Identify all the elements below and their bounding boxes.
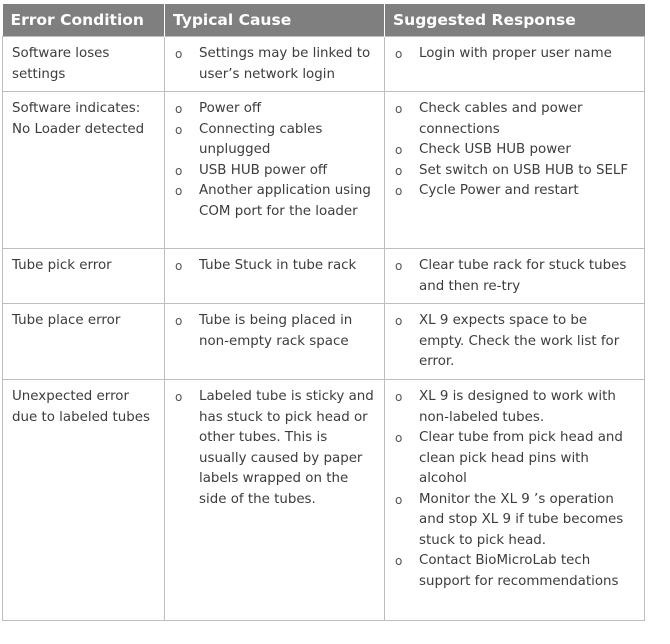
response-text: Clear tube from pick head and clean pick… [419,430,623,486]
list-item: o Login with proper user name [393,44,636,65]
response-list: o XL 9 expects space to be empty. Check t… [393,311,636,373]
bullet-icon: o [395,259,403,273]
response-text: XL 9 expects space to be empty. Check th… [419,313,620,369]
list-item: o Clear tube from pick head and clean pic… [393,428,636,490]
error-condition-cell: Tube place error [2,303,165,380]
list-item: o Clear tube rack for stuck tubes and the… [393,256,636,297]
error-condition-cell: Software loses settings [2,36,165,92]
bullet-icon: o [175,163,183,178]
list-item: o Settings may be linked to user’s networ… [173,44,376,85]
cause-list: o Tube is being placed in non-empty rack … [173,311,376,352]
cause-list: o Tube Stuck in tube rack [173,256,376,277]
bullet-icon: o [175,47,183,61]
cause-text: Settings may be linked to user’s network… [199,46,371,82]
response-text: Check cables and power connections [419,101,583,137]
bullet-icon: o [395,492,403,507]
bullet-icon: o [395,390,403,404]
response-text: Cycle Power and restart [419,183,579,198]
header-error-condition: Error Condition [2,4,165,37]
header-suggested-response: Suggested Response [384,4,645,37]
list-item: o Contact BioMicroLab tech support for re… [393,551,636,592]
suggested-response-cell: o XL 9 expects space to be empty. Check t… [384,303,645,380]
bullet-icon: o [175,390,183,404]
typical-cause-cell: o Labeled tube is sticky and has stuck to… [164,379,385,621]
bullet-icon: o [175,259,183,273]
bullet-icon: o [395,102,403,116]
bullet-icon: o [175,184,183,198]
cause-list: o Settings may be linked to user’s networ… [173,44,376,85]
response-text: Monitor the XL 9 ’s operation and stop X… [419,491,624,548]
typical-cause-cell: o Settings may be linked to user’s networ… [164,36,385,92]
response-list: o Clear tube rack for stuck tubes and the… [393,256,636,297]
response-text: Clear tube rack for stuck tubes and then… [419,258,627,294]
response-text: Set switch on USB HUB to SELF [419,162,629,178]
list-item: o Set switch on USB HUB to SELF [393,161,636,182]
suggested-response-cell: o Clear tube rack for stuck tubes and the… [384,248,645,304]
cause-text: Labeled tube is sticky and has stuck to … [199,389,374,507]
table-row: Software loses settings o Settings may be… [2,36,645,92]
bullet-icon: o [175,102,183,116]
response-list: o Login with proper user name [393,44,636,65]
list-item: o Labeled tube is sticky and has stuck to… [173,387,376,510]
list-item: o Power off [173,99,376,120]
list-item: o Tube Stuck in tube rack [173,256,376,277]
list-item: o Cycle Power and restart [393,181,636,202]
header-typical-cause: Typical Cause [164,4,385,37]
header-row: Error Condition Typical Cause Suggested … [2,4,645,37]
bullet-icon: o [395,143,403,157]
cause-text: Another application using COM port for t… [199,183,371,219]
list-item: o Check cables and power connections [393,99,636,140]
cause-text: Tube is being placed in non-empty rack s… [199,313,353,349]
response-text: XL 9 is designed to work with non-labele… [419,389,616,425]
bullet-icon: o [395,554,403,568]
list-item: o USB HUB power off [173,161,376,182]
suggested-response-cell: o XL 9 is designed to work with non-label… [384,379,645,621]
table-row: Tube pick error o Tube Stuck in tube rack… [2,248,645,304]
error-condition-cell: Software indicates: No Loader detected [2,91,165,249]
bullet-icon: o [175,122,183,137]
response-text: Login with proper user name [419,46,612,61]
error-condition-cell: Tube pick error [2,248,165,304]
suggested-response-cell: o Login with proper user name [384,36,645,92]
bullet-icon: o [395,314,403,328]
response-text: Check USB HUB power [419,142,571,157]
troubleshooting-table: Error Condition Typical Cause Suggested … [2,4,645,621]
typical-cause-cell: o Tube Stuck in tube rack [164,248,385,304]
list-item: o Check USB HUB power [393,140,636,161]
error-condition-cell: Unexpected error due to labeled tubes [2,379,165,621]
cause-list: o Labeled tube is sticky and has stuck to… [173,387,376,510]
table-row: Software indicates: No Loader detected o… [2,91,645,249]
bullet-icon: o [395,431,403,445]
table-row: Tube place error o Tube is being placed i… [2,303,645,380]
typical-cause-cell: o Tube is being placed in non-empty rack … [164,303,385,380]
response-text: Contact BioMicroLab tech support for rec… [419,553,619,589]
response-list: o XL 9 is designed to work with non-label… [393,387,636,592]
list-item: o Monitor the XL 9 ’s operation and stop … [393,490,636,552]
list-item: o XL 9 expects space to be empty. Check t… [393,311,636,373]
cause-text: Connecting cables unplugged [199,121,323,158]
cause-text: USB HUB power off [199,162,328,178]
list-item: o Tube is being placed in non-empty rack … [173,311,376,352]
list-item: o Connecting cables unplugged [173,120,376,161]
bullet-icon: o [175,314,183,328]
cause-text: Power off [199,101,262,116]
bullet-icon: o [395,184,403,198]
list-item: o Another application using COM port for … [173,181,376,222]
bullet-icon: o [395,47,403,61]
table-row: Unexpected error due to labeled tubes o L… [2,379,645,621]
cause-text: Tube Stuck in tube rack [199,258,357,273]
bullet-icon: o [395,163,403,178]
list-item: o XL 9 is designed to work with non-label… [393,387,636,428]
